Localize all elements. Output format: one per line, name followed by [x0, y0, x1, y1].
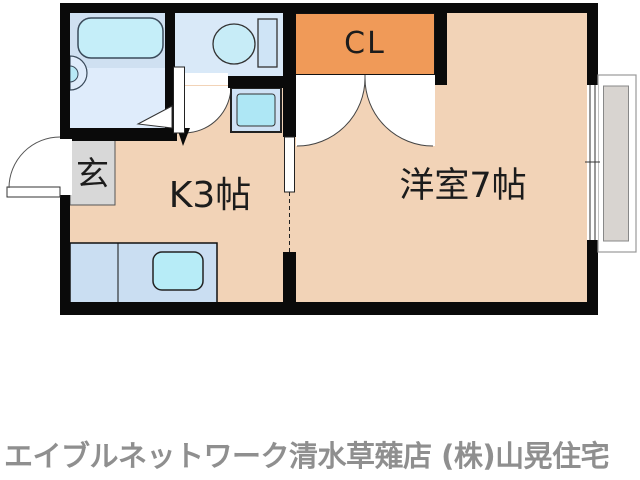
wall-bathroom-bottom: [60, 128, 177, 141]
wall-toilet-bottom: [228, 76, 296, 88]
entrance-opening: [58, 139, 72, 195]
closet-door-floor-wedge: [297, 78, 433, 146]
toilet-door-swing-zone: [184, 86, 231, 133]
agency-caption: エイブルネットワーク清水草薙店 (株)山晃住宅: [4, 439, 610, 473]
wall-closet-right: [435, 13, 447, 85]
wall-left-lower: [60, 194, 70, 302]
western-room-label: 洋室7帖: [399, 165, 527, 206]
wall-right-lower: [587, 240, 598, 302]
toilet-tank: [257, 18, 278, 68]
floor-plan: [6, 3, 637, 315]
toilet-door-opening: [185, 73, 228, 85]
wall-partition-upper: [283, 13, 296, 137]
wall-partition-lower: [283, 252, 296, 302]
kitchen-sink: [152, 251, 204, 291]
kitchen-label: K3帖: [168, 175, 252, 216]
wall-right-upper: [587, 3, 598, 85]
entrance-genkan-area: [69, 139, 116, 206]
wall-top: [60, 3, 598, 13]
wash-basin-bowl: [69, 65, 79, 83]
wash-basin: [69, 55, 88, 91]
toilet-bowl: [212, 23, 256, 65]
bathroom-door-wedge: [136, 105, 173, 129]
entrance-door-leaf: [6, 186, 61, 198]
balcony-inner: [603, 85, 629, 242]
closet-label: CL: [344, 26, 386, 61]
laundry-space-inner: [236, 93, 276, 127]
closet-door-arc-right: [364, 77, 434, 147]
bathtub: [77, 17, 164, 59]
wall-left-upper: [60, 3, 70, 140]
entrance-label: 玄: [76, 153, 109, 193]
wall-bottom: [60, 302, 598, 315]
wall-bath-toilet: [165, 13, 175, 132]
toilet-door-leaf: [173, 66, 185, 134]
entrance-door-arc: [8, 136, 61, 189]
closet-door-arc-left: [296, 77, 366, 147]
